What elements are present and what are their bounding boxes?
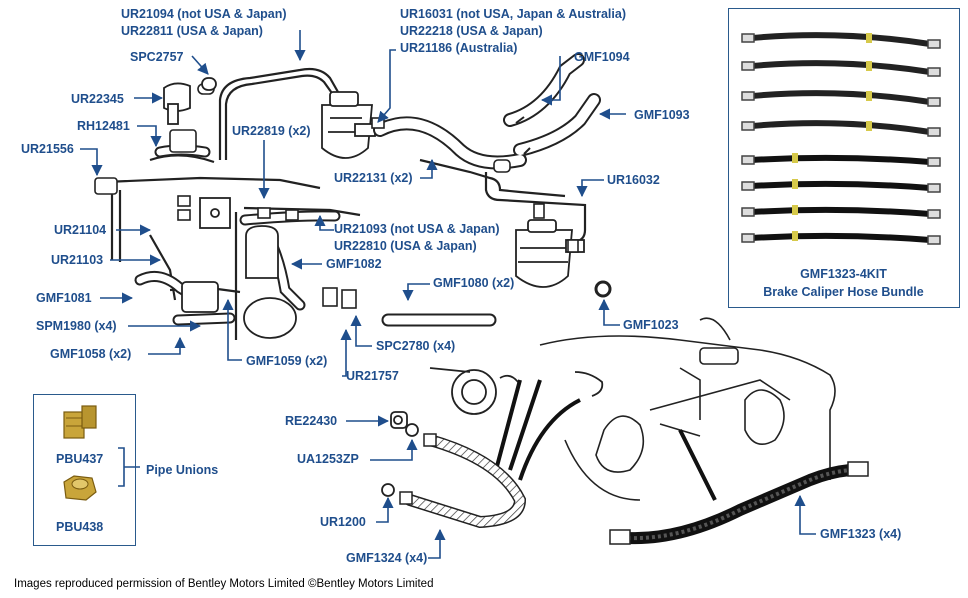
label-gmf1323: GMF1323 (x4)	[820, 527, 902, 541]
clip-parts	[163, 77, 217, 125]
label-spc2780: SPC2780 (x4)	[376, 339, 456, 353]
label-ur21094: UR21094 (not USA & Japan)	[121, 7, 287, 21]
label-spm1980: SPM1980 (x4)	[36, 319, 117, 333]
label-gmf1093: GMF1093	[634, 108, 690, 122]
image-credit: Images reproduced permission of Bentley …	[14, 578, 434, 590]
label-gmf1324: GMF1324 (x4)	[346, 551, 428, 565]
valve-block	[181, 197, 297, 339]
label-re22430: RE22430	[285, 414, 338, 428]
label-ur21093: UR21093 (not USA & Japan)	[334, 222, 500, 236]
label-rh12481: RH12481	[77, 119, 130, 133]
label-ur21186: UR21186 (Australia)	[400, 41, 518, 55]
pipe-union-item-pbu438: PBU438	[56, 520, 104, 534]
label-gmf1082: GMF1082	[326, 257, 382, 271]
washer-ua1253zp	[405, 423, 419, 437]
kit-title: Brake Caliper Hose Bundle	[763, 285, 924, 299]
label-gmf1094: GMF1094	[574, 50, 630, 64]
hose-gmf1323	[609, 461, 869, 545]
pipe-union-pbu437	[63, 405, 97, 439]
label-ur22218: UR22218 (USA & Japan)	[400, 24, 543, 38]
label-ua1253zp: UA1253ZP	[297, 452, 359, 466]
brake-lines-black	[494, 379, 717, 501]
washer-ur1200	[381, 483, 395, 497]
leader-arrows	[80, 30, 816, 559]
label-ur1200: UR1200	[320, 515, 366, 529]
kit-box: GMF1323-4KIT Brake Caliper Hose Bundle	[728, 8, 960, 308]
label-ur21103: UR21103	[51, 253, 104, 267]
brake-valve-upper	[321, 91, 376, 159]
label-ur22131: UR22131 (x2)	[334, 171, 413, 185]
label-ur22810: UR22810 (USA & Japan)	[334, 239, 477, 253]
label-gmf1080: GMF1080 (x2)	[433, 276, 515, 290]
brake-valve-lower	[515, 219, 585, 288]
label-ur21556: UR21556	[21, 142, 74, 156]
label-ur21104: UR21104	[54, 223, 107, 237]
label-ur16031: UR16031 (not USA, Japan & Australia)	[400, 7, 626, 21]
kit-hoses	[741, 32, 941, 245]
pipe-union-item-pbu437: PBU437	[56, 452, 104, 466]
pipe-unions-box: PBU437 PBU438	[33, 394, 136, 546]
label-spc2757: SPC2757	[130, 50, 184, 64]
label-gmf1081: GMF1081	[36, 291, 92, 305]
kit-code: GMF1323-4KIT	[800, 267, 887, 281]
braided-hose-gmf1324	[399, 433, 527, 529]
label-gmf1058: GMF1058 (x2)	[50, 347, 132, 361]
seal-ring-gmf1023	[594, 280, 612, 298]
label-ur22811: UR22811 (USA & Japan)	[121, 24, 263, 38]
left-hoses	[134, 144, 341, 326]
label-ur21757: UR21757	[346, 369, 399, 383]
label-ur16032: UR16032	[607, 173, 660, 187]
pipe-fittings	[94, 83, 579, 309]
pipe-union-pbu438	[63, 475, 97, 501]
label-gmf1059: GMF1059 (x2)	[246, 354, 328, 368]
pipe-unions-title: Pipe Unions	[146, 463, 219, 477]
label-gmf1023: GMF1023	[623, 318, 679, 332]
car-outline	[539, 317, 836, 501]
label-ur22819: UR22819 (x2)	[232, 124, 311, 138]
caliper-assembly	[429, 367, 604, 415]
label-ur22345: UR22345	[71, 92, 124, 106]
